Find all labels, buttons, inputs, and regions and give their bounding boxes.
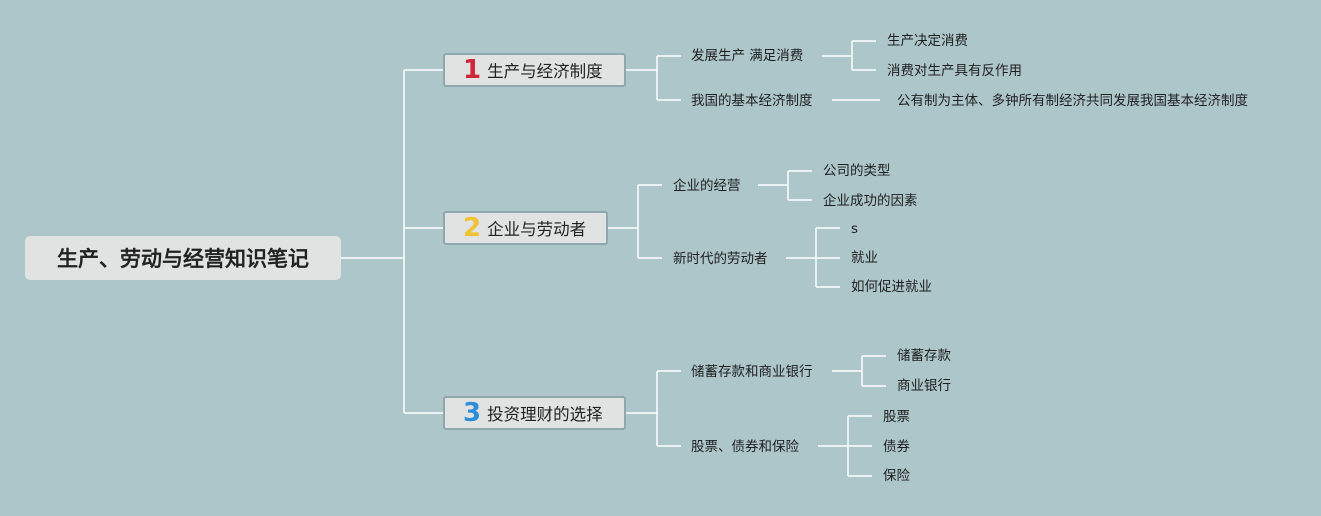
subtopic-enterprise-operation[interactable]: 企业的经营 [673,178,741,194]
branch-number-1: 1 [463,55,482,85]
branch-number-2: 2 [463,213,482,243]
subtopic-new-era-workers[interactable]: 新时代的劳动者 [673,251,768,267]
leaf-consumption-reacts-production[interactable]: 消费对生产具有反作用 [887,63,1022,79]
subtopic-production-consumption[interactable]: 发展生产 满足消费 [691,48,804,64]
leaf-employment[interactable]: 就业 [851,250,878,266]
mindmap-root-title[interactable]: 生产、劳动与经营知识笔记 [25,236,341,280]
branch-label-1: 生产与经济制度 [487,62,603,81]
subtopic-savings-banks[interactable]: 储蓄存款和商业银行 [691,364,813,380]
subtopic-basic-economic-system[interactable]: 我国的基本经济制度 [691,93,813,109]
leaf-enterprise-success-factors[interactable]: 企业成功的因素 [823,193,918,209]
subtopic-stocks-bonds-insurance[interactable]: 股票、债券和保险 [691,439,799,455]
leaf-promote-employment[interactable]: 如何促进就业 [851,279,932,295]
leaf-production-determines-consumption[interactable]: 生产决定消费 [887,33,968,49]
leaf-insurance[interactable]: 保险 [883,468,910,484]
branch-label-2: 企业与劳动者 [487,220,587,239]
branch-node-3[interactable]: 3 投资理财的选择 [443,396,626,430]
branch-node-1[interactable]: 1 生产与经济制度 [443,53,626,87]
leaf-commercial-banks[interactable]: 商业银行 [897,378,951,394]
leaf-savings-deposits[interactable]: 储蓄存款 [897,348,951,364]
leaf-public-ownership-system[interactable]: 公有制为主体、多钟所有制经济共同发展我国基本经济制度 [897,93,1248,109]
leaf-s[interactable]: s [851,221,859,237]
branch-number-3: 3 [463,398,482,428]
leaf-bonds[interactable]: 债券 [883,439,910,455]
branch-node-2[interactable]: 2 企业与劳动者 [443,211,608,245]
branch-label-3: 投资理财的选择 [487,405,603,424]
leaf-company-types[interactable]: 公司的类型 [823,163,891,179]
leaf-stocks[interactable]: 股票 [883,409,910,425]
